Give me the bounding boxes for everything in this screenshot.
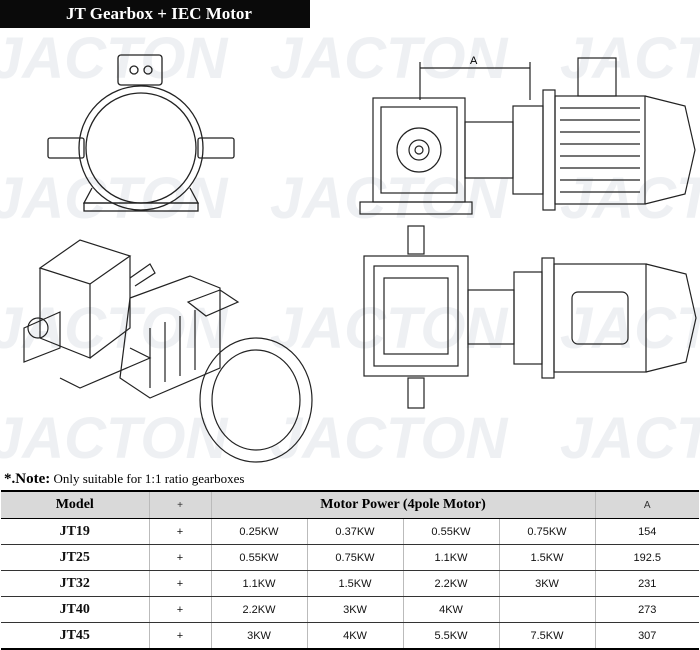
cell-plus: + [148, 596, 211, 623]
cell-a: 273 [594, 596, 699, 623]
cell-power: 2.2KW [210, 596, 307, 623]
cell-a: 231 [594, 570, 699, 597]
cell-power: 1.1KW [210, 570, 307, 597]
cell-power: 3KW [306, 596, 403, 623]
watermark-text: JACTON [270, 28, 509, 91]
cell-model: JT25 [1, 544, 149, 571]
header-a: A [594, 490, 699, 519]
watermark-text: JACTON [560, 406, 700, 468]
cell-a: 192.5 [594, 544, 699, 571]
cell-power: 0.75KW [306, 544, 403, 571]
header-bar: JT Gearbox + IEC Motor [0, 0, 310, 28]
page-title: JT Gearbox + IEC Motor [66, 4, 252, 23]
header-plus: + [148, 490, 211, 519]
table-row: JT25 + 0.55KW 0.75KW 1.1KW 1.5KW 192.5 [1, 544, 699, 571]
top-view-drawing [363, 225, 697, 409]
cell-power: 1.1KW [402, 544, 499, 571]
note-label: *.Note: [4, 471, 51, 487]
end-view-drawing [47, 54, 235, 212]
watermark-text: JACTON [560, 28, 700, 91]
cell-a: 154 [594, 518, 699, 545]
cell-power: 0.25KW [210, 518, 307, 545]
watermark-text: JACTON [0, 166, 229, 231]
cell-model: JT40 [1, 596, 149, 623]
watermark-text: JACTON [0, 296, 229, 361]
dimension-label: A [470, 55, 478, 67]
cell-power: 4KW [402, 596, 499, 623]
cell-power: 3KW [498, 570, 595, 597]
cell-plus: + [148, 544, 211, 571]
cell-power: 0.75KW [498, 518, 595, 545]
cell-power: 0.37KW [306, 518, 403, 545]
cell-power: 1.5KW [498, 544, 595, 571]
header-model: Model [1, 490, 149, 519]
cell-plus: + [148, 570, 211, 597]
technical-drawing: JACTON JACTON JACTON JACTON JACTON JACTO… [0, 28, 700, 468]
cell-power: 1.5KW [306, 570, 403, 597]
drawing-svg: JACTON JACTON JACTON JACTON JACTON JACTO… [0, 28, 700, 468]
cell-power [498, 596, 595, 623]
watermark: JACTON JACTON JACTON JACTON JACTON JACTO… [0, 28, 700, 468]
isometric-drawing [23, 239, 313, 463]
table-header-row: Model + Motor Power (4pole Motor) A [1, 490, 699, 519]
watermark-text: JACTON [270, 406, 509, 468]
cell-power: 0.55KW [210, 544, 307, 571]
table-row: JT19 + 0.25KW 0.37KW 0.55KW 0.75KW 154 [1, 518, 699, 545]
note: *.Note: Only suitable for 1:1 ratio gear… [4, 471, 244, 488]
watermark-text: JACTON [270, 296, 509, 361]
cell-model: JT32 [1, 570, 149, 597]
table-row: JT32 + 1.1KW 1.5KW 2.2KW 3KW 231 [1, 570, 699, 597]
cell-model: JT19 [1, 518, 149, 545]
watermark-text: JACTON [560, 166, 700, 231]
watermark-text: JACTON [270, 166, 509, 231]
side-view-drawing: A [359, 55, 696, 215]
header-motor-power: Motor Power (4pole Motor) [210, 490, 595, 519]
table-row: JT40 + 2.2KW 3KW 4KW 273 [1, 596, 699, 623]
watermark-text: JACTON [0, 406, 229, 468]
watermark-text: JACTON [0, 28, 229, 91]
cell-plus: + [148, 518, 211, 545]
cell-power: 2.2KW [402, 570, 499, 597]
spec-table: Model + Motor Power (4pole Motor) A JT19… [1, 490, 699, 650]
watermark-text: JACTON [560, 296, 700, 361]
cell-power: 0.55KW [402, 518, 499, 545]
note-text: Only suitable for 1:1 ratio gearboxes [53, 471, 245, 486]
